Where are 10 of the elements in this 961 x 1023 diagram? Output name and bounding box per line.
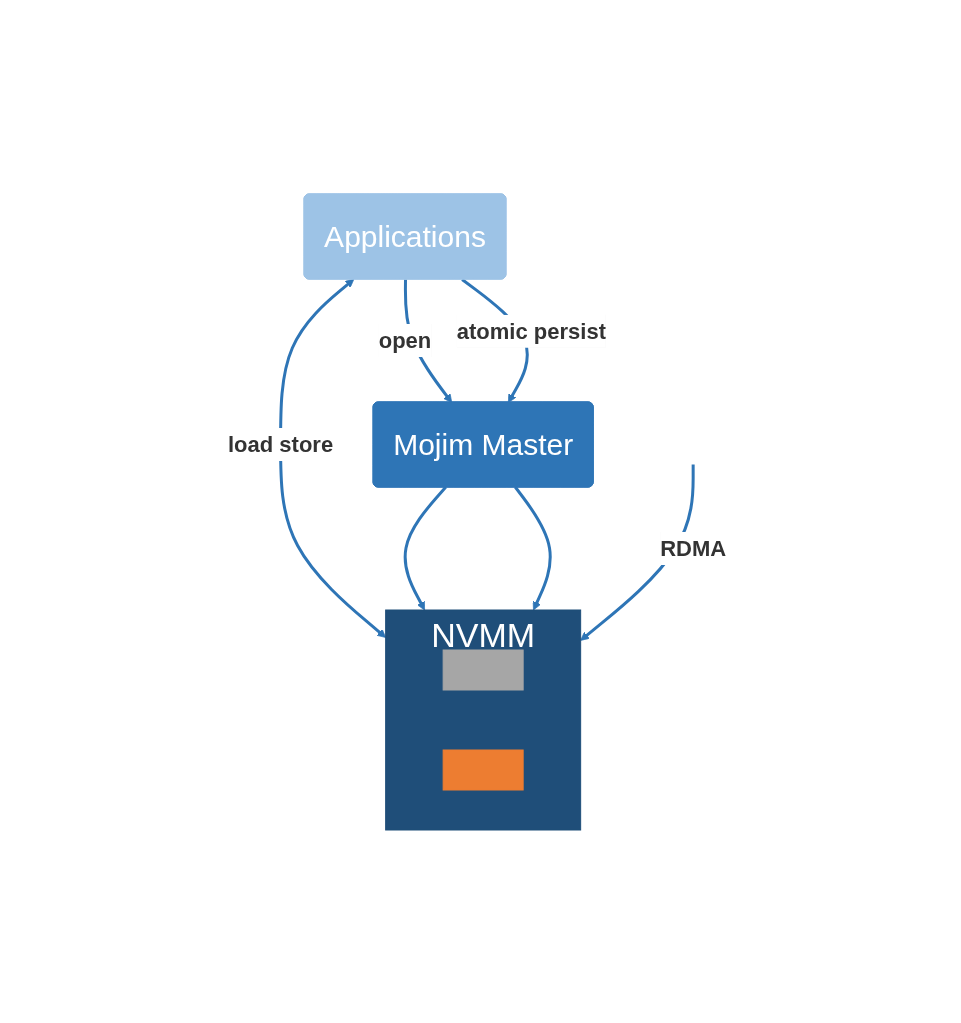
- arrow: [279, 278, 386, 638]
- edge-label: RDMA: [660, 535, 727, 561]
- edge-label: atomic persist: [456, 318, 606, 344]
- node-box: [442, 749, 524, 790]
- cluster: NVMM: [385, 609, 582, 830]
- node-box: [442, 649, 524, 690]
- edge-label: load store: [227, 431, 334, 457]
- arrow: [513, 485, 552, 610]
- arrow: [403, 485, 447, 610]
- edge-label: open: [378, 327, 432, 353]
